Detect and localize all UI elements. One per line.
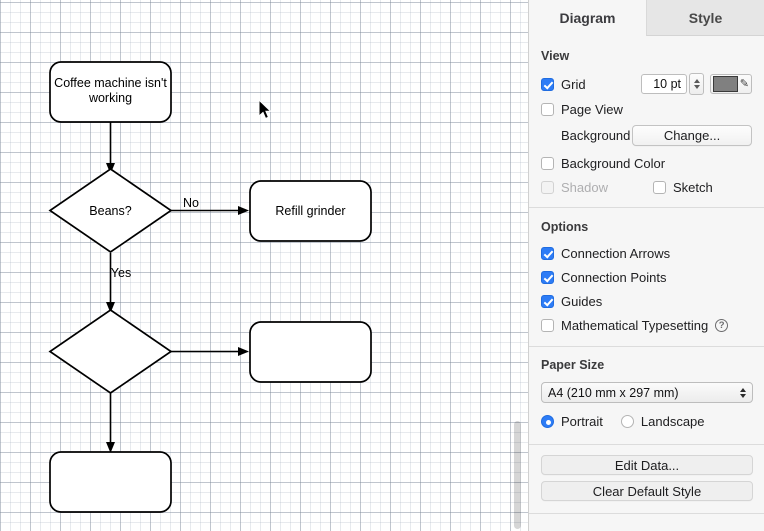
- view-section: View Grid 10 pt ✎: [529, 36, 764, 195]
- edit-data-button[interactable]: Edit Data...: [541, 455, 753, 475]
- edit-data-button-label: Edit Data...: [614, 457, 680, 473]
- grid-size-stepper[interactable]: [689, 73, 704, 95]
- background-color-checkbox[interactable]: [541, 156, 554, 170]
- grid-row: Grid 10 pt ✎: [541, 73, 752, 95]
- node-beans[interactable]: [48, 167, 173, 254]
- arrowhead-beans-to-refill: [238, 206, 249, 215]
- background-color-row: Background Color: [541, 155, 752, 171]
- page-view-checkbox[interactable]: [541, 102, 554, 116]
- connection-arrows-label: Connection Arrows: [561, 245, 671, 261]
- background-row: Background Change...: [541, 125, 752, 146]
- sidebar-tabs: Diagram Style: [529, 0, 764, 36]
- options-section: Options Connection Arrows Connection Poi…: [529, 208, 764, 333]
- node-beans-label: Beans?: [89, 204, 131, 218]
- node-box-2[interactable]: [249, 321, 372, 383]
- clear-default-style-button[interactable]: Clear Default Style: [541, 481, 753, 501]
- format-sidebar: Diagram Style View Grid 10 pt: [528, 0, 764, 531]
- background-change-button[interactable]: Change...: [632, 125, 752, 146]
- arrowhead-diamond2-to-box3: [106, 442, 115, 453]
- tab-diagram[interactable]: Diagram: [529, 0, 646, 36]
- page-view-row: Page View: [541, 101, 752, 117]
- edge-label-no[interactable]: No: [183, 196, 199, 210]
- divider-options-paper: [529, 346, 764, 347]
- paper-size-selected-value: A4 (210 mm x 297 mm): [548, 385, 679, 400]
- node-diamond-2[interactable]: [48, 308, 173, 395]
- divider-view-options: [529, 207, 764, 208]
- grid-color-swatch[interactable]: [713, 76, 738, 92]
- divider-paper-actions: [529, 444, 764, 445]
- mathematical-typesetting-row: Mathematical Typesetting ?: [541, 317, 752, 333]
- canvas-scrollbar-thumb[interactable]: [514, 421, 521, 529]
- grid-color-button[interactable]: ✎: [710, 74, 752, 94]
- eyedropper-icon[interactable]: ✎: [739, 77, 749, 90]
- select-chevrons-icon[interactable]: [740, 387, 746, 398]
- landscape-label: Landscape: [640, 413, 705, 429]
- landscape-radio[interactable]: [620, 414, 634, 428]
- tab-style[interactable]: Style: [646, 0, 764, 36]
- diagram-canvas[interactable]: Coffee machine isn't working Beans? Refi…: [0, 0, 528, 531]
- connection-arrows-checkbox[interactable]: [541, 246, 554, 260]
- guides-label: Guides: [561, 293, 603, 309]
- node-refill-grinder[interactable]: [249, 180, 372, 242]
- shadow-label: Shadow: [561, 179, 608, 195]
- actions-section: Edit Data... Clear Default Style: [529, 445, 764, 501]
- sketch-label: Sketch: [672, 179, 713, 195]
- tab-diagram-label: Diagram: [559, 9, 616, 26]
- orientation-row: Portrait Landscape: [541, 413, 752, 429]
- paper-size-section: Paper Size A4 (210 mm x 297 mm) Portrait…: [529, 347, 764, 429]
- divider-bottom: [529, 513, 764, 514]
- canvas-vertical-scrollbar[interactable]: [514, 0, 525, 531]
- connection-points-label: Connection Points: [561, 269, 667, 285]
- portrait-label: Portrait: [561, 413, 603, 429]
- help-icon[interactable]: ?: [715, 318, 729, 332]
- node-start-label-line2: working: [88, 91, 132, 105]
- guides-row: Guides: [541, 293, 752, 309]
- arrowhead-beans-to-diamond2: [106, 302, 115, 313]
- page-view-label: Page View: [561, 101, 623, 117]
- grid-checkbox[interactable]: [541, 77, 554, 91]
- guides-checkbox[interactable]: [541, 294, 554, 308]
- connection-arrows-row: Connection Arrows: [541, 245, 752, 261]
- diagram-shapes-layer: Coffee machine isn't working Beans? Refi…: [48, 61, 372, 513]
- background-change-button-label: Change...: [663, 128, 721, 143]
- background-color-label: Background Color: [561, 155, 666, 171]
- edge-label-yes[interactable]: Yes: [111, 266, 131, 280]
- paper-size-select[interactable]: A4 (210 mm x 297 mm): [541, 382, 753, 403]
- paper-size-title: Paper Size: [541, 358, 605, 372]
- options-section-title: Options: [541, 220, 589, 234]
- shadow-checkbox[interactable]: [541, 180, 554, 194]
- sketch-checkbox[interactable]: [652, 180, 666, 194]
- mathematical-typesetting-label: Mathematical Typesetting: [561, 317, 709, 333]
- node-start-label-line1: Coffee machine isn't: [54, 76, 167, 90]
- node-box-3[interactable]: [49, 451, 172, 513]
- sidebar-panel-body: View Grid 10 pt ✎: [529, 36, 764, 531]
- node-start[interactable]: [49, 61, 172, 123]
- shadow-sketch-row: Shadow Sketch: [541, 179, 752, 195]
- stepper-up-icon[interactable]: [693, 79, 700, 83]
- tab-style-label: Style: [688, 9, 723, 26]
- node-refill-grinder-label: Refill grinder: [275, 204, 345, 218]
- grid-size-input[interactable]: 10 pt: [641, 74, 687, 94]
- clear-default-style-button-label: Clear Default Style: [592, 483, 702, 499]
- mathematical-typesetting-checkbox[interactable]: [541, 318, 554, 332]
- arrowhead-diamond2-to-box2: [238, 347, 249, 356]
- connection-points-checkbox[interactable]: [541, 270, 554, 284]
- stepper-down-icon[interactable]: [693, 85, 700, 89]
- view-section-title: View: [541, 49, 570, 63]
- connection-points-row: Connection Points: [541, 269, 752, 285]
- portrait-radio[interactable]: [541, 414, 554, 428]
- background-label: Background: [561, 128, 631, 143]
- grid-label: Grid: [561, 76, 586, 92]
